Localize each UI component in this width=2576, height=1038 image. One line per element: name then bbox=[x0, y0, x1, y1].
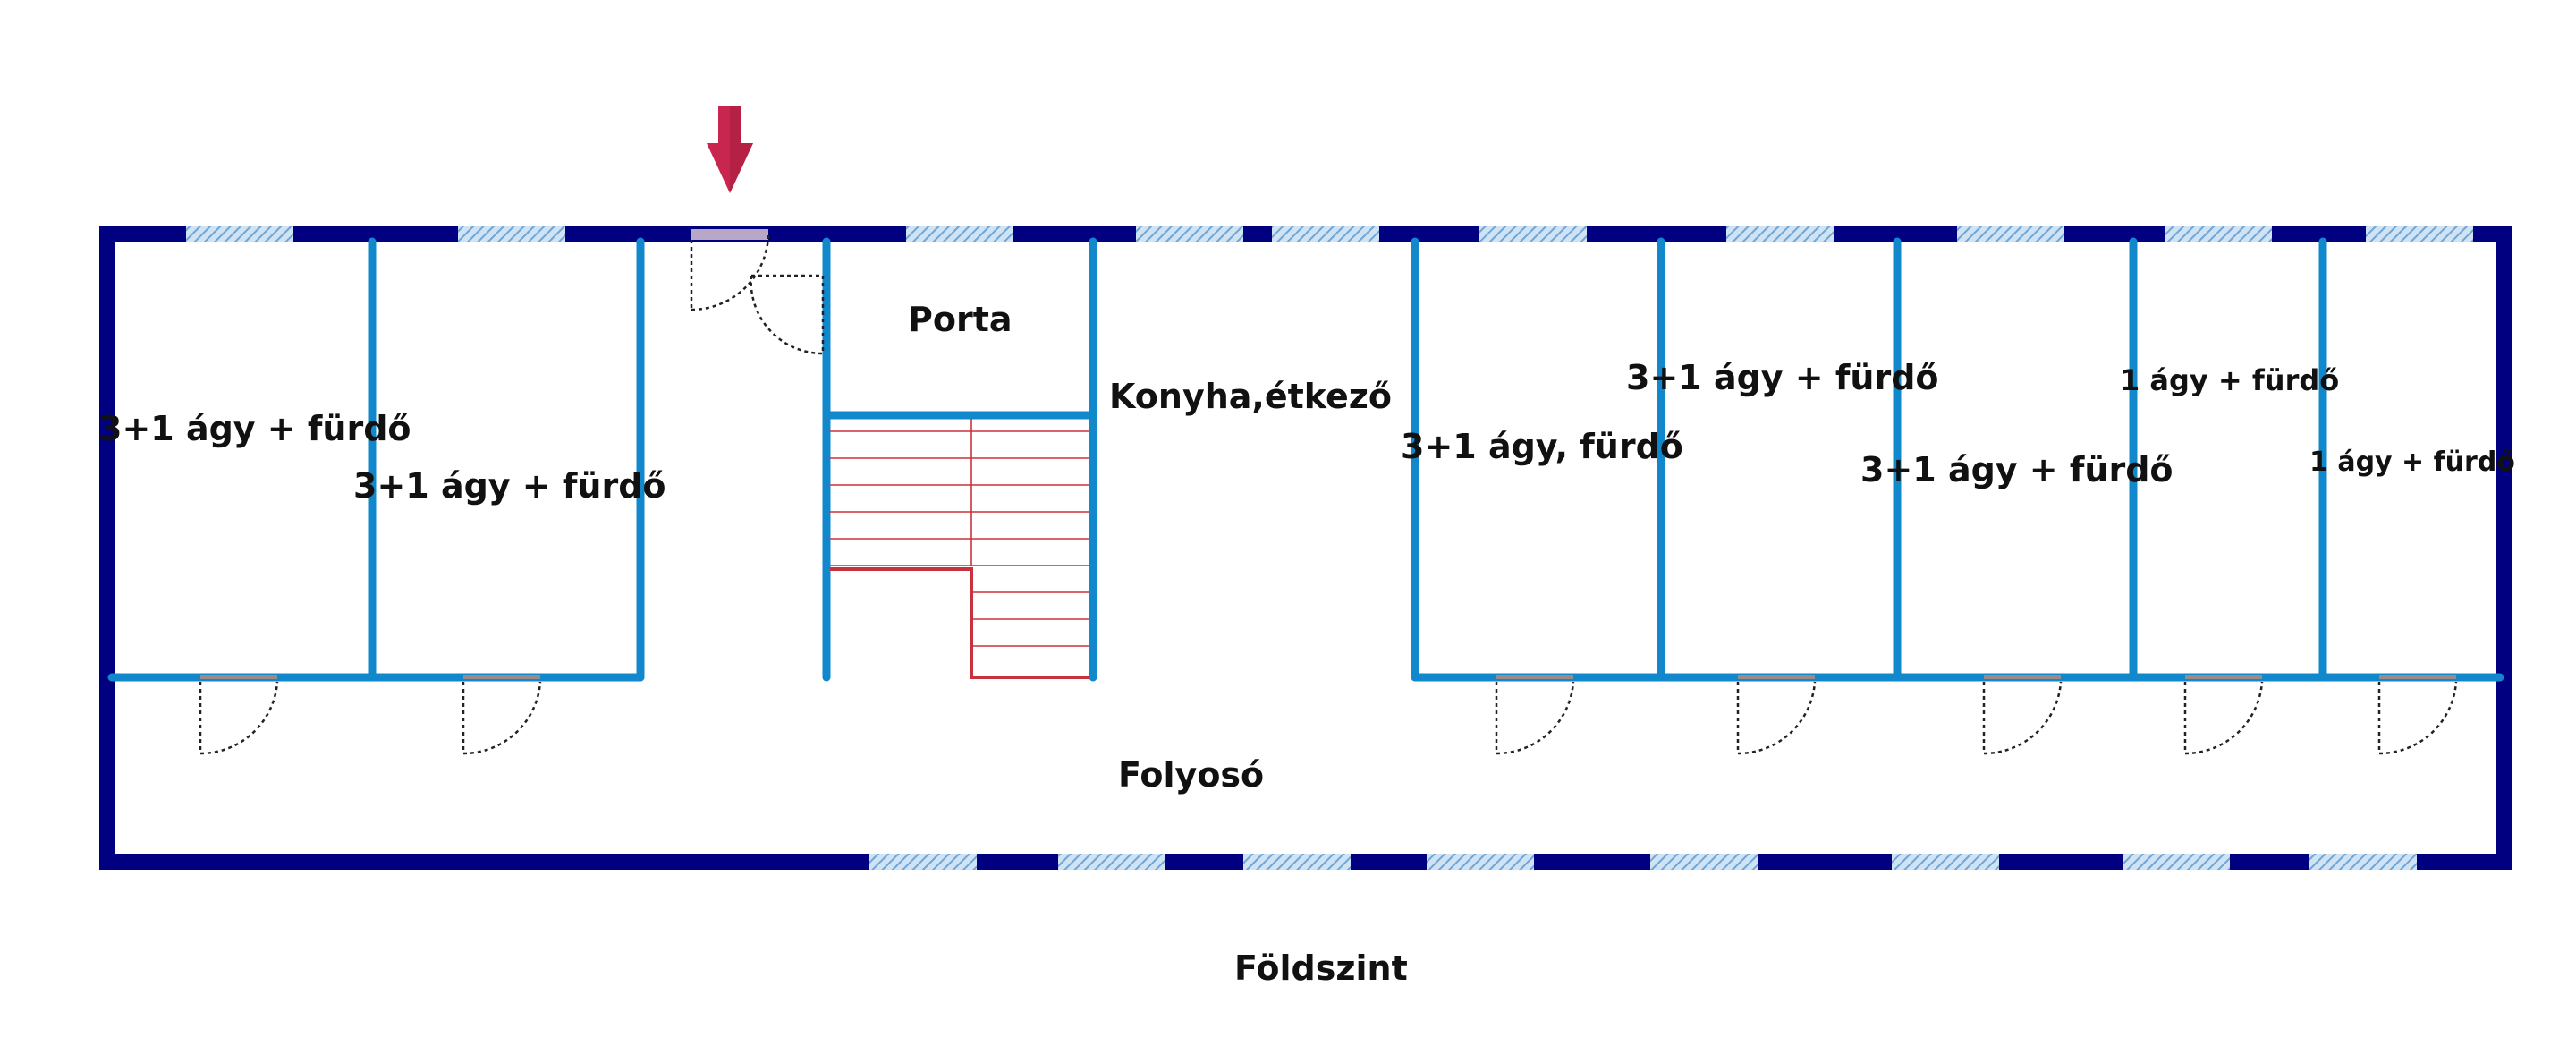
room-label-1: 3+1 ágy + fürdő bbox=[98, 409, 411, 448]
outer-walls bbox=[99, 226, 2512, 870]
window bbox=[1726, 226, 1834, 242]
interior-walls bbox=[107, 237, 2504, 682]
room-label-5: 3+1 ágy + fürdő bbox=[1860, 450, 2174, 489]
window bbox=[1058, 854, 1165, 870]
window bbox=[1892, 854, 1999, 870]
window bbox=[2165, 226, 2272, 242]
window bbox=[1479, 226, 1587, 242]
room-label-3: 3+1 ágy, fürdő bbox=[1401, 427, 1683, 466]
window bbox=[186, 226, 293, 242]
doors bbox=[199, 234, 2458, 755]
room-label-2: 3+1 ágy + fürdő bbox=[353, 466, 666, 506]
room-label-corridor: Folyosó bbox=[1118, 755, 1265, 795]
room-door bbox=[462, 681, 542, 755]
room-label-6: 1 ágy + fürdő bbox=[2120, 363, 2340, 397]
entrance-arrow-icon bbox=[707, 106, 753, 193]
window bbox=[1650, 854, 1758, 870]
window bbox=[1136, 226, 1243, 242]
room-label-7: 1 ágy + fürdő bbox=[2309, 447, 2515, 478]
window bbox=[1243, 854, 1351, 870]
window bbox=[1272, 226, 1379, 242]
window bbox=[1957, 226, 2064, 242]
window bbox=[906, 226, 1013, 242]
entrance-door bbox=[690, 234, 770, 311]
room-label-4: 3+1 ágy + fürdő bbox=[1626, 358, 1939, 397]
room-door bbox=[1982, 681, 2063, 755]
window bbox=[2309, 854, 2417, 870]
room-door bbox=[2377, 681, 2458, 755]
windows-bottom bbox=[869, 854, 2417, 870]
windows-top bbox=[186, 226, 2473, 242]
staircase bbox=[830, 419, 1089, 679]
room-door bbox=[1495, 681, 1575, 755]
room-door bbox=[2183, 681, 2264, 755]
window bbox=[1427, 854, 1534, 870]
window bbox=[2366, 226, 2473, 242]
door-frames bbox=[200, 675, 2456, 679]
room-door bbox=[199, 681, 279, 755]
window bbox=[2123, 854, 2230, 870]
window bbox=[458, 226, 565, 242]
room-label-kitchen: Konyha,étkező bbox=[1109, 377, 1393, 416]
room-door bbox=[1736, 681, 1817, 755]
room-label-porta: Porta bbox=[908, 300, 1013, 339]
inner-entrance-door bbox=[750, 274, 825, 355]
entrance-door-frame bbox=[691, 229, 768, 240]
window bbox=[869, 854, 977, 870]
floor-title: Földszint bbox=[1234, 949, 1408, 988]
